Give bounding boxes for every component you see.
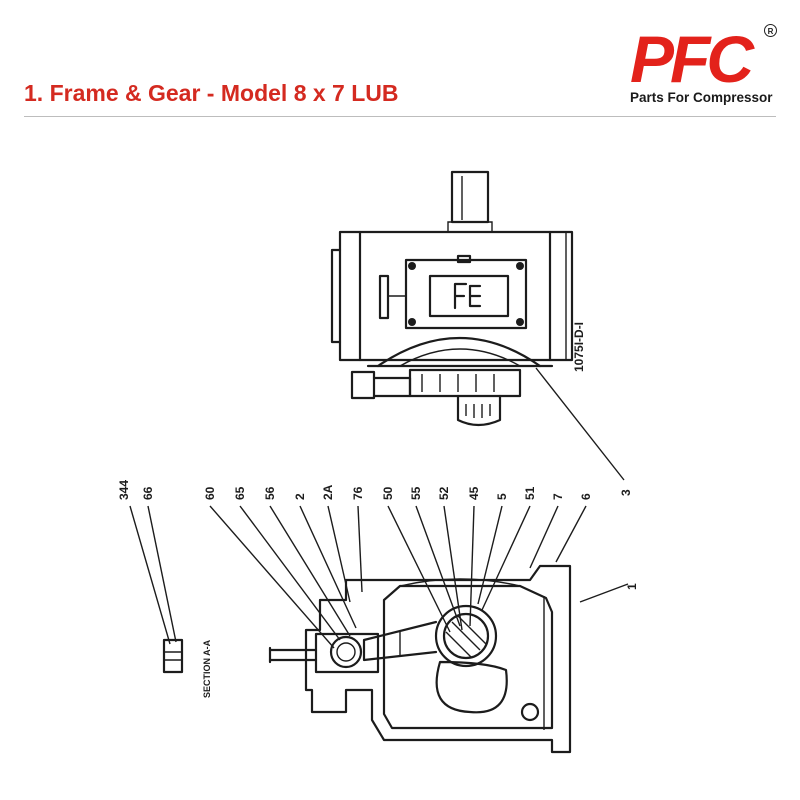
drawing-number: 1075I-D-I: [572, 322, 586, 372]
section-label: SECTION A-A: [202, 639, 212, 698]
callout-51: 51: [523, 486, 537, 500]
callout-1: 1: [625, 583, 639, 590]
callout-3: 3: [619, 489, 633, 496]
callout-leaders: [129, 367, 629, 649]
callout-66: 66: [141, 486, 155, 500]
callout-344: 344: [117, 480, 131, 500]
callout-65: 65: [233, 486, 247, 500]
callout-6: 6: [579, 493, 593, 500]
header-divider: [24, 116, 776, 117]
brand-logo: PFC R Parts For Compressor: [628, 20, 778, 110]
frame-top-view: 1075I-D-I: [330, 170, 586, 427]
callout-45: 45: [467, 486, 481, 500]
frame-section-view: SECTION A-A: [162, 564, 572, 754]
callout-5: 5: [495, 493, 509, 500]
page-title: 1. Frame & Gear - Model 8 x 7 LUB: [24, 80, 399, 106]
callout-76: 76: [351, 486, 365, 500]
callout-52: 52: [437, 486, 451, 500]
callout-2: 2: [293, 493, 307, 500]
callout-60: 60: [203, 486, 217, 500]
callout-2a: 2A: [321, 484, 335, 500]
callout-50: 50: [381, 486, 395, 500]
callout-56: 56: [263, 486, 277, 500]
registered-mark-icon: R: [764, 24, 777, 37]
logo-tagline: Parts For Compressor: [630, 90, 773, 105]
logo-mark: PFC: [630, 22, 754, 96]
callout-7: 7: [551, 493, 565, 500]
callout-55: 55: [409, 486, 423, 500]
callout-labels: 344 66 60 65 56 2 2A 76 50 55 52 45 5 51…: [117, 480, 639, 590]
